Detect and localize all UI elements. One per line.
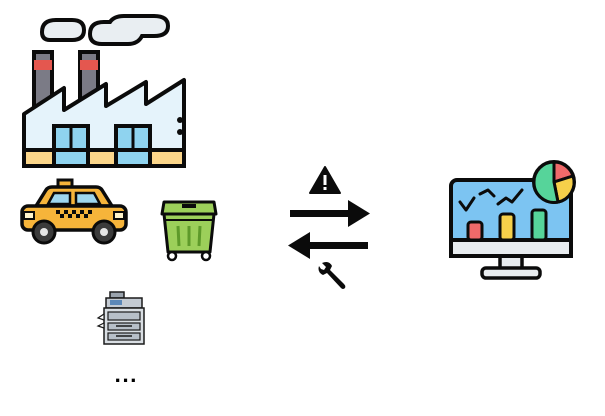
copier-machine-icon xyxy=(96,291,145,345)
waste-bin-icon xyxy=(160,200,218,262)
wrench-icon xyxy=(318,262,346,289)
arrow-left-icon xyxy=(288,232,368,259)
arrow-right-icon xyxy=(290,200,370,227)
factory-icon xyxy=(22,14,186,168)
warning-icon xyxy=(309,166,341,194)
analytics-monitor-icon xyxy=(449,160,576,280)
more-sources-ellipsis: ... xyxy=(114,366,138,387)
taxi-icon xyxy=(20,178,128,245)
